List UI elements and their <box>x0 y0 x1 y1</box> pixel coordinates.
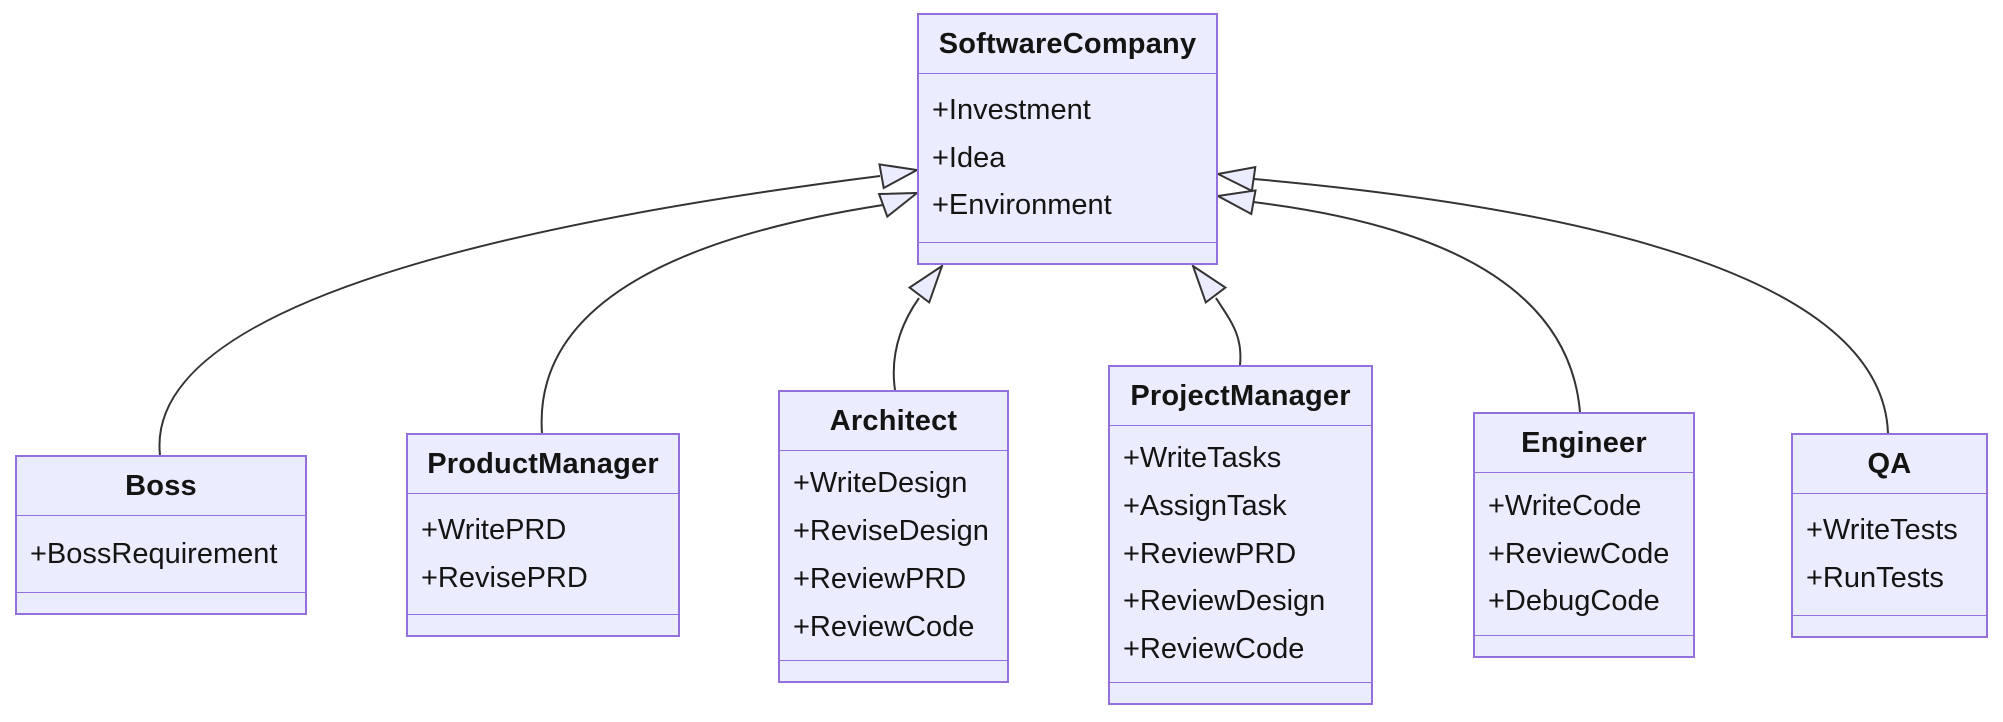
inheritance-arrowhead-productmanager <box>877 191 920 219</box>
class-title: SoftwareCompany <box>919 15 1216 74</box>
class-title: ProjectManager <box>1110 367 1371 426</box>
class-member: +ReviewPRD <box>793 563 967 595</box>
class-member: +ReviewCode <box>793 610 975 643</box>
class-member: +Idea <box>932 141 1006 174</box>
class-title: Architect <box>780 392 1007 451</box>
class-title: ProductManager <box>408 435 678 494</box>
inheritance-edge-architect <box>892 297 920 391</box>
class-node-engineer: Engineer +WriteCode +ReviewCode +DebugCo… <box>1473 412 1695 658</box>
class-member: +WriteTasks <box>1123 442 1282 474</box>
inheritance-arrowhead-qa <box>1214 165 1257 193</box>
class-members: +BossRequirement <box>17 516 305 592</box>
class-member: +RunTests <box>1806 562 1944 594</box>
class-members: +WriteTasks +AssignTask +ReviewPRD +Revi… <box>1110 426 1371 682</box>
class-member: +AssignTask <box>1123 489 1287 522</box>
class-methods-empty <box>780 660 1007 681</box>
inheritance-edge-boss <box>158 175 881 456</box>
class-methods-empty <box>17 592 305 613</box>
class-members: +WriteDesign +ReviseDesign +ReviewPRD +R… <box>780 451 1007 660</box>
class-methods-empty <box>1793 615 1986 636</box>
class-member: +BossRequirement <box>30 537 278 570</box>
class-member: +ReviewPRD <box>1123 537 1297 570</box>
inheritance-arrowhead-boss <box>878 163 921 190</box>
class-node-qa: QA +WriteTests +RunTests <box>1791 433 1988 638</box>
class-members: +WritePRD +RevisePRD <box>408 494 678 614</box>
class-member: +DebugCode <box>1488 585 1660 618</box>
class-member: +Investment <box>932 93 1091 126</box>
class-members: +WriteCode +ReviewCode +DebugCode <box>1475 473 1693 635</box>
class-methods-empty <box>408 614 678 635</box>
class-member: +Environment <box>932 189 1112 222</box>
inheritance-arrowhead-projectmanager <box>1191 263 1228 305</box>
class-member: +ReviseDesign <box>793 515 989 548</box>
class-member: +RevisePRD <box>421 561 588 594</box>
class-member: +WriteDesign <box>793 467 968 500</box>
class-methods-empty <box>1475 635 1693 656</box>
class-member: +WritePRD <box>421 513 567 546</box>
inheritance-arrowhead-architect <box>907 263 944 305</box>
inheritance-arrowhead-engineer <box>1214 189 1257 216</box>
class-members: +Investment +Idea +Environment <box>919 74 1216 242</box>
inheritance-edge-productmanager <box>540 204 884 434</box>
class-member: +ReviewCode <box>1488 537 1670 570</box>
class-methods-empty <box>919 242 1216 263</box>
class-members: +WriteTests +RunTests <box>1793 494 1986 615</box>
class-node-architect: Architect +WriteDesign +ReviseDesign +Re… <box>778 390 1009 683</box>
inheritance-edge-qa <box>1253 178 1889 434</box>
inheritance-edge-projectmanager <box>1215 297 1242 366</box>
class-node-softwarecompany: SoftwareCompany +Investment +Idea +Envir… <box>917 13 1218 265</box>
class-node-boss: Boss +BossRequirement <box>15 455 307 615</box>
class-title: QA <box>1793 435 1986 494</box>
inheritance-edge-engineer <box>1252 201 1581 413</box>
class-member: +ReviewDesign <box>1123 585 1326 618</box>
class-member: +WriteTests <box>1806 514 1958 547</box>
class-node-projectmanager: ProjectManager +WriteTasks +AssignTask +… <box>1108 365 1373 705</box>
class-methods-empty <box>1110 682 1371 703</box>
class-member: +ReviewCode <box>1123 633 1305 666</box>
class-title: Engineer <box>1475 414 1693 473</box>
class-member: +WriteCode <box>1488 489 1642 522</box>
class-title: Boss <box>17 457 305 516</box>
class-node-productmanager: ProductManager +WritePRD +RevisePRD <box>406 433 680 637</box>
